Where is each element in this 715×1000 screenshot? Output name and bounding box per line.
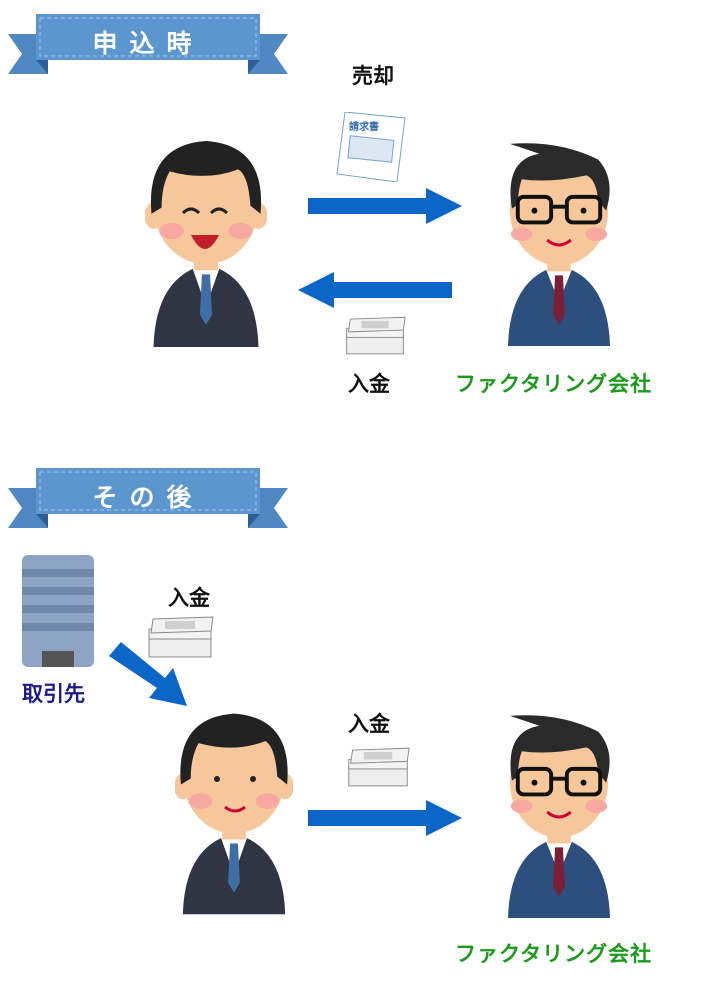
money-icon	[345, 745, 411, 790]
company-label: ファクタリング会社	[455, 372, 653, 396]
banner-application: 申込時	[8, 12, 288, 78]
factoring-person	[500, 140, 618, 346]
factoring-person	[500, 712, 618, 918]
arrow-diagonal-icon	[109, 642, 187, 706]
payment-label: 入金	[348, 372, 390, 396]
client-label: 取引先	[22, 682, 85, 706]
invoice-icon: 請求書	[335, 111, 407, 186]
payment-label-client: 入金	[168, 586, 210, 610]
arrow-right-icon	[308, 800, 462, 836]
money-icon	[343, 315, 407, 357]
banner-label: その後	[92, 483, 204, 512]
banner-afterwards: その後	[8, 466, 288, 532]
applicant-person-happy	[145, 135, 267, 347]
company-label: ファクタリング会社	[455, 942, 653, 966]
invoice-title: 請求書	[349, 122, 379, 133]
banner-label: 申込時	[92, 29, 204, 58]
arrow-right-icon	[308, 188, 462, 224]
arrow-left-icon	[298, 272, 452, 308]
payment-label-company: 入金	[348, 712, 390, 736]
building-icon	[22, 555, 94, 667]
applicant-person	[175, 703, 293, 919]
sell-label: 売却	[352, 64, 394, 88]
